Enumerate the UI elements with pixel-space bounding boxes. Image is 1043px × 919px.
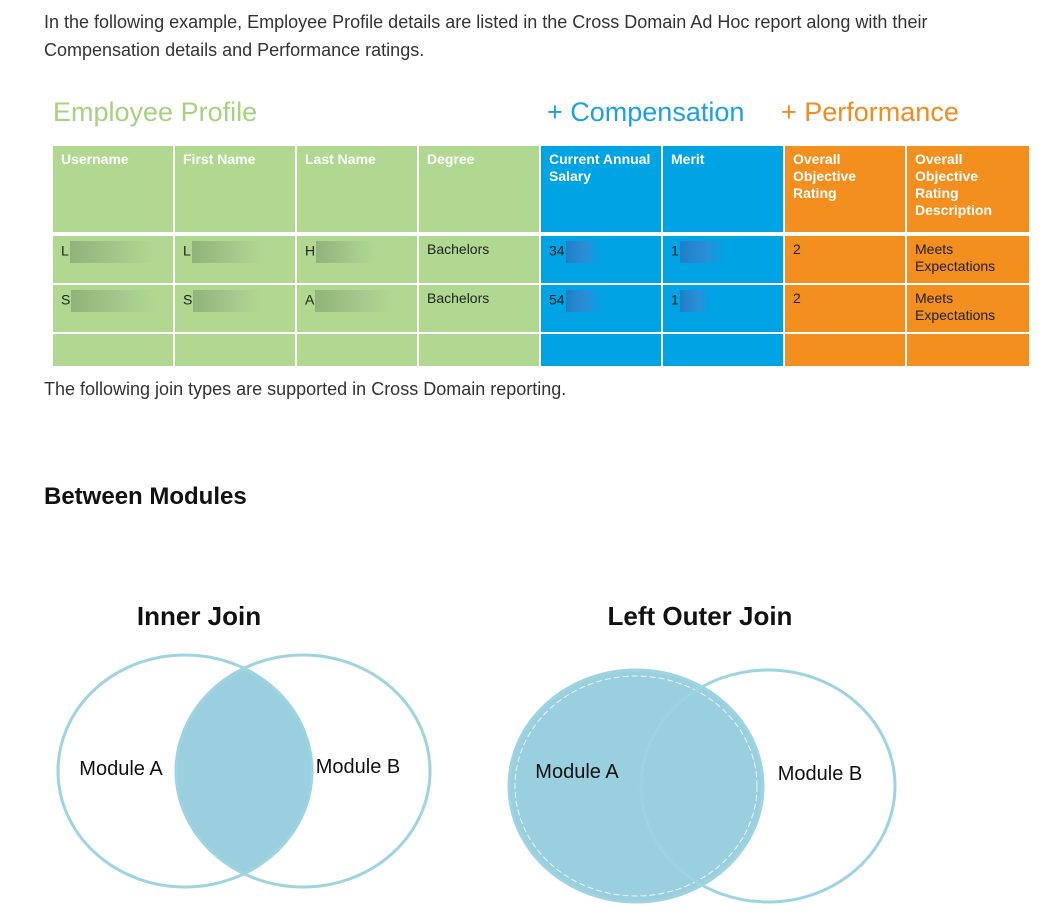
table-row	[51, 332, 1031, 368]
outer-module-a-label: Module A	[535, 761, 619, 783]
redaction-blur	[191, 241, 262, 263]
cell-last-name: H	[295, 233, 419, 285]
header-current-annual-salary: Current Annual Salary	[539, 144, 663, 236]
cell-merit: 1	[661, 283, 785, 334]
cell-merit: 1	[661, 233, 785, 285]
cell-rating: 2	[783, 233, 907, 285]
module-a-filled-circle	[509, 670, 763, 902]
empty-cell	[173, 332, 297, 368]
module-b-circle	[639, 668, 897, 904]
report-table: Username First Name Last Name Degree Cur…	[51, 144, 1031, 368]
inner-join-diagram: Inner Join Module A Module B	[56, 601, 432, 889]
empty-cell	[295, 332, 419, 368]
inner-module-a-label: Module A	[79, 758, 163, 780]
join-types-paragraph: The following join types are supported i…	[44, 379, 567, 399]
module-a-circle	[56, 653, 314, 889]
redaction-blur	[315, 290, 392, 312]
inner-module-b-label: Module B	[316, 756, 401, 778]
header-last-name: Last Name	[295, 144, 419, 236]
redaction-blur	[71, 290, 156, 312]
header-degree: Degree	[417, 144, 541, 236]
cell-degree: Bachelors	[417, 233, 541, 285]
cell-username: S	[51, 283, 175, 334]
compensation-heading: + Compensation	[547, 97, 745, 127]
intro-paragraph: In the following example, Employee Profi…	[44, 12, 928, 60]
section-title: Between Modules	[44, 483, 247, 510]
table-header-row: Username First Name Last Name Degree Cur…	[51, 144, 1031, 236]
left-outer-join-title: Left Outer Join	[608, 601, 793, 631]
redaction-blur	[565, 290, 600, 312]
cell-rating: 2	[783, 283, 907, 334]
cell-rating-description: Meets Expectations	[905, 283, 1031, 334]
outer-module-b-label: Module B	[778, 763, 863, 785]
table-row: L L H Bachelors 34 1 2 Meets Expectation…	[51, 233, 1031, 285]
left-outer-join-diagram: Left Outer Join Module A Module B	[507, 601, 897, 904]
redaction-blur	[193, 290, 260, 312]
redaction-blur	[316, 241, 375, 263]
module-a-inner-outline	[514, 675, 758, 897]
empty-cell	[417, 332, 541, 368]
inner-join-title: Inner Join	[137, 601, 261, 631]
performance-heading: + Performance	[781, 97, 959, 127]
cell-first-name: L	[173, 233, 297, 285]
cell-salary: 34	[539, 233, 663, 285]
empty-cell	[783, 332, 907, 368]
redaction-blur	[679, 241, 724, 263]
module-a-circle	[507, 668, 765, 904]
cell-first-name: S	[173, 283, 297, 334]
table-row: S S A Bachelors 54 1 2 Meets Expectation…	[51, 283, 1031, 334]
employee-profile-heading: Employee Profile	[53, 97, 258, 127]
empty-cell	[905, 332, 1031, 368]
header-overall-objective-rating: Overall Objective Rating	[783, 144, 907, 236]
empty-cell	[539, 332, 663, 368]
empty-cell	[51, 332, 175, 368]
inner-join-intersection	[176, 655, 312, 887]
module-b-circle	[174, 653, 432, 889]
cell-degree: Bachelors	[417, 283, 541, 334]
cell-username: L	[51, 233, 175, 285]
header-merit: Merit	[661, 144, 785, 236]
empty-cell	[661, 332, 785, 368]
cell-salary: 54	[539, 283, 663, 334]
redaction-blur	[565, 241, 600, 263]
redaction-blur	[679, 290, 710, 312]
cell-rating-description: Meets Expectations	[905, 233, 1031, 285]
cell-last-name: A	[295, 283, 419, 334]
header-rating-description: Overall Objective Rating Description	[905, 144, 1031, 236]
header-username: Username	[51, 144, 175, 236]
redaction-blur	[69, 241, 154, 263]
header-first-name: First Name	[173, 144, 297, 236]
